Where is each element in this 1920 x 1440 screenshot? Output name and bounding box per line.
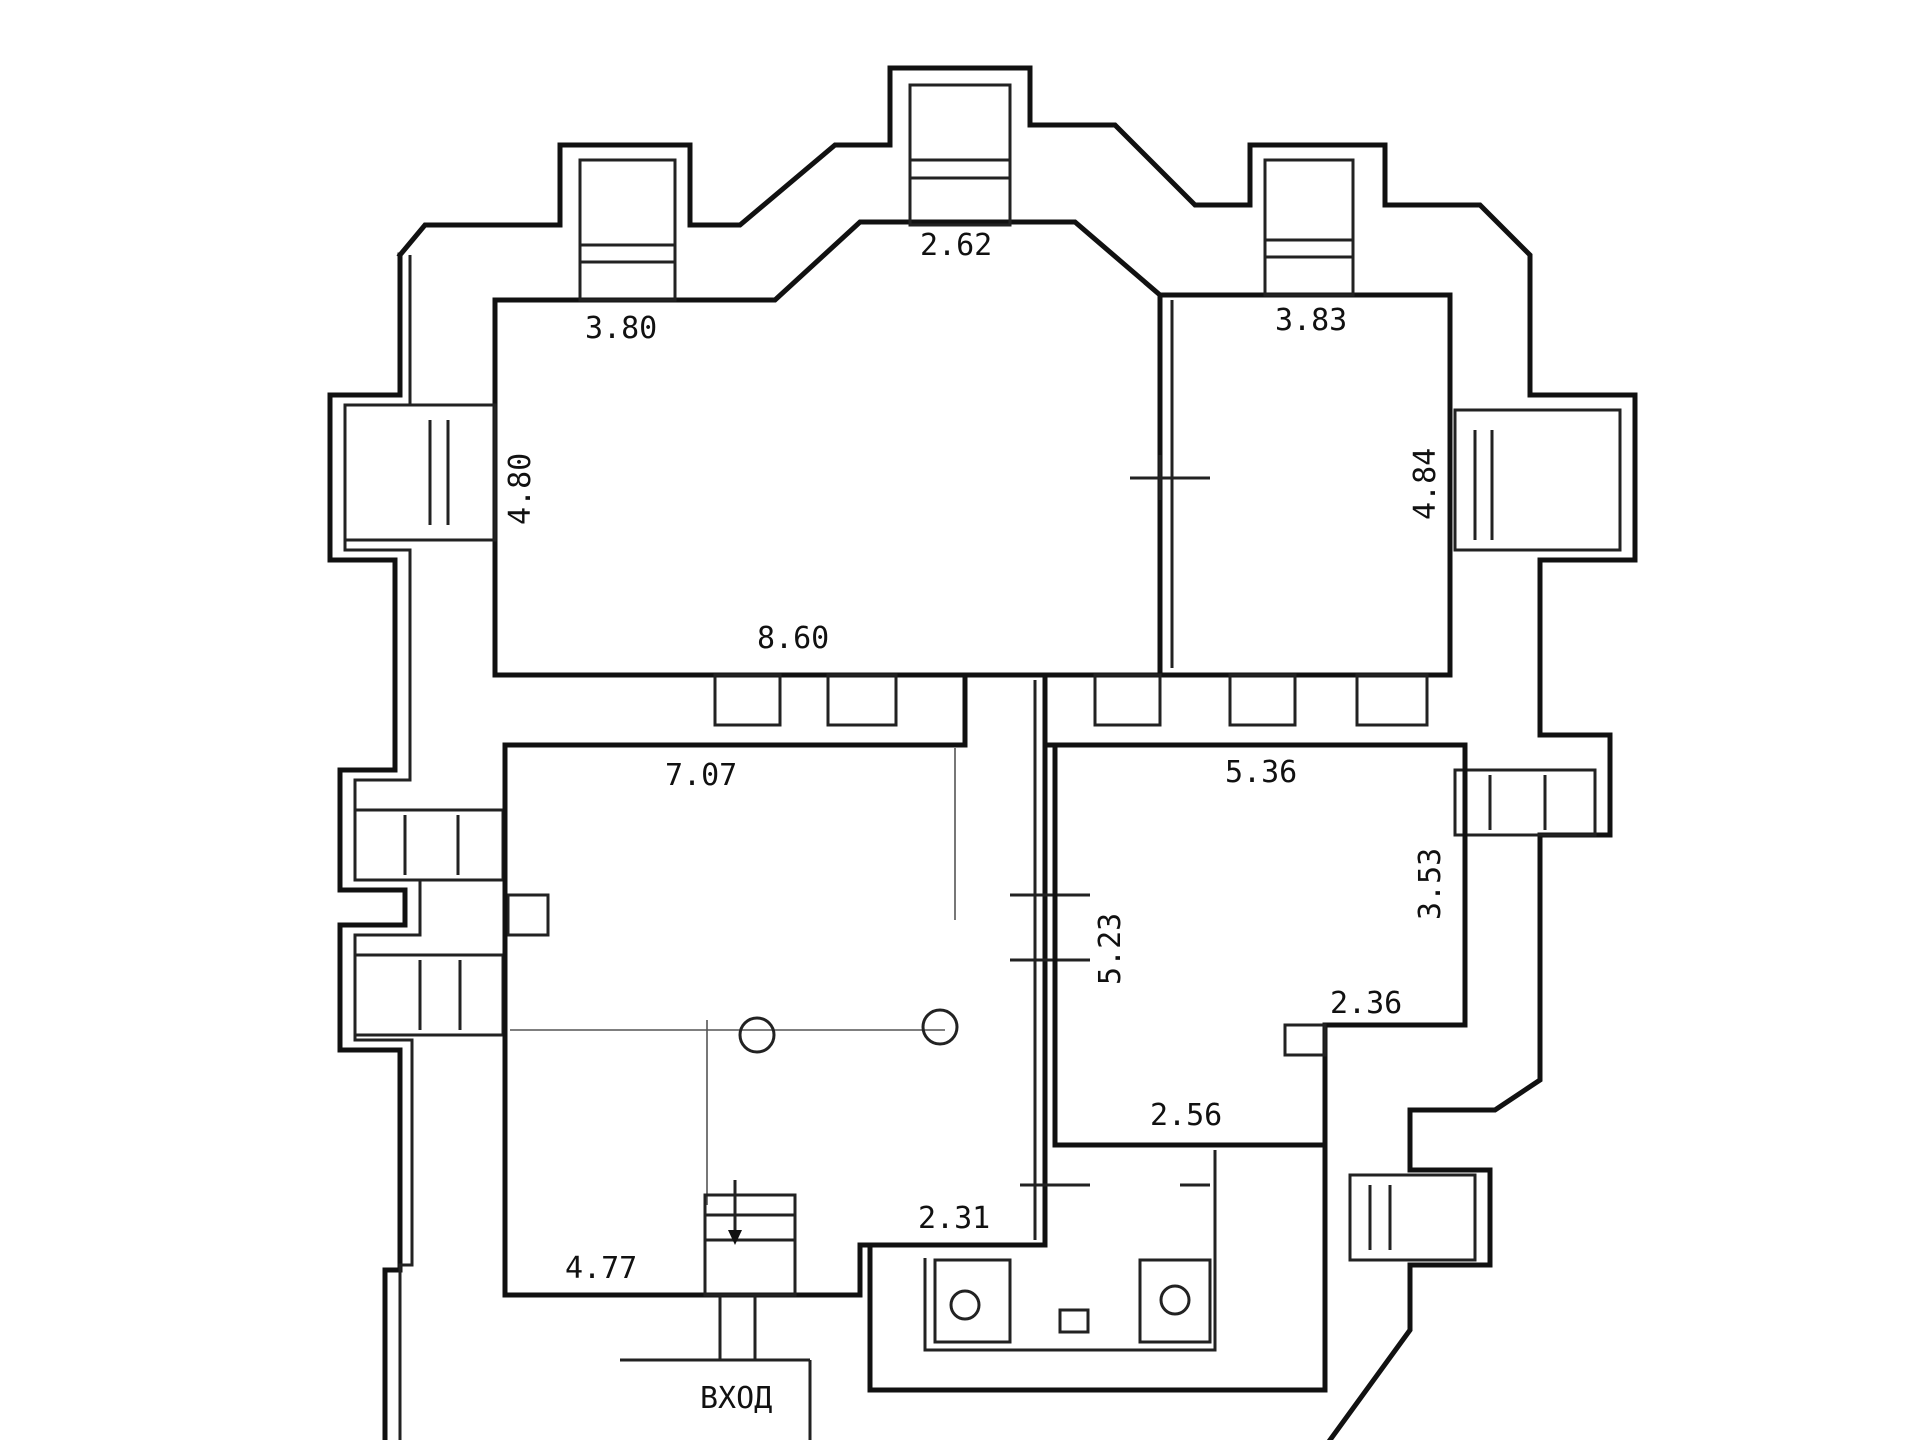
dim-bay-top-width: 2.62	[920, 228, 992, 263]
dim-room-a-top: 3.80	[585, 311, 657, 346]
dim-wc-left: 2.31	[918, 1201, 990, 1236]
entrance	[620, 1180, 812, 1440]
dim-room-c-height: 3.53	[1413, 848, 1448, 920]
main-hall	[502, 672, 1048, 1298]
wc-block	[867, 1142, 1328, 1393]
dim-corridor-height: 5.23	[1093, 913, 1128, 985]
niches	[506, 673, 1429, 937]
dim-room-c-notch: 2.36	[1330, 986, 1402, 1021]
dim-room-a-height: 4.80	[503, 453, 538, 525]
room-b	[1130, 292, 1453, 678]
dim-wc-top: 2.56	[1150, 1098, 1222, 1133]
dim-room-a-bottom: 8.60	[757, 621, 829, 656]
window-bays	[343, 83, 1622, 1262]
room-a	[492, 219, 1163, 678]
dim-room-b-top: 3.83	[1275, 303, 1347, 338]
dim-room-c-top: 5.36	[1225, 755, 1297, 790]
dim-hall-bottom: 4.77	[565, 1251, 637, 1286]
corridor	[1010, 680, 1090, 1240]
dimension-labels: 3.80 2.62 3.83 4.80 4.84 8.60 7.07 5.36 …	[503, 228, 1448, 1416]
dim-room-b-height: 4.84	[1408, 448, 1443, 520]
entrance-label: ВХОД	[700, 1381, 772, 1416]
room-c	[1047, 742, 1468, 1148]
dim-hall-top: 7.07	[665, 758, 737, 793]
